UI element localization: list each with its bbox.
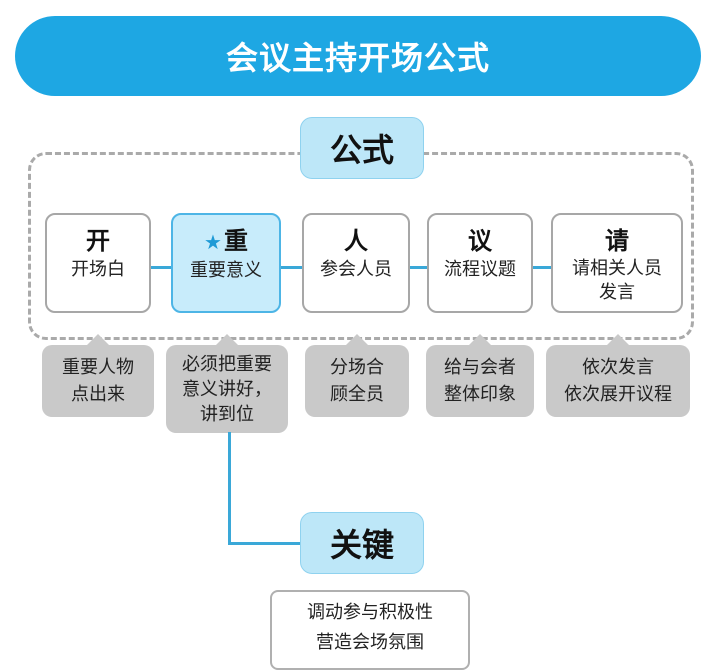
step-head: ★重 [173,227,279,256]
step-qing: 请 请相关人员 发言 [551,213,683,313]
star-icon: ★ [204,230,222,254]
note-line: 依次发言 [582,357,654,378]
key-point: 营造会场氛围 [316,632,424,653]
page-title: 会议主持开场公式 [225,39,490,77]
note-qing: 依次发言 依次展开议程 [546,334,690,417]
step-sub-2: 发言 [599,282,635,303]
step-head: 人 [344,227,368,255]
title-banner: 会议主持开场公式 [15,16,701,96]
step-yi: 议 流程议题 [427,213,533,313]
note-line: 分场合 [330,357,384,378]
key-point: 调动参与积极性 [307,602,433,623]
step-ren: 人 参会人员 [302,213,410,313]
key-connector-horizontal [228,542,302,545]
step-sub: 流程议题 [444,259,516,280]
note-yi: 给与会者 整体印象 [426,334,534,417]
note-line: 整体印象 [444,384,516,405]
step-sub: 请相关人员 [572,258,662,279]
formula-label: 公式 [300,117,424,179]
note-line: 点出来 [71,384,125,405]
step-sub: 开场白 [71,259,125,280]
key-connector-vertical [228,432,231,544]
step-head: 请 [605,227,629,255]
step-head: 开 [86,227,110,255]
note-line: 讲到位 [200,403,254,425]
step-kai: 开 开场白 [45,213,151,313]
step-head: 议 [468,227,492,255]
note-line: 意义讲好， [182,378,272,400]
key-points-box: 调动参与积极性 营造会场氛围 [270,590,470,670]
note-line: 必须把重要 [182,353,272,375]
note-line: 给与会者 [444,357,516,378]
step-sub: 参会人员 [320,259,392,280]
key-label: 关键 [300,512,424,574]
note-kai: 重要人物 点出来 [42,334,154,417]
note-line: 依次展开议程 [564,384,672,405]
note-zhong: 必须把重要 意义讲好， 讲到位 [166,334,288,433]
note-line: 重要人物 [62,357,134,378]
step-zhong: ★重 重要意义 [171,213,281,313]
note-line: 顾全员 [330,384,384,405]
note-ren: 分场合 顾全员 [305,334,409,417]
step-sub: 重要意义 [190,260,262,281]
step-head-text: 重 [223,227,248,255]
